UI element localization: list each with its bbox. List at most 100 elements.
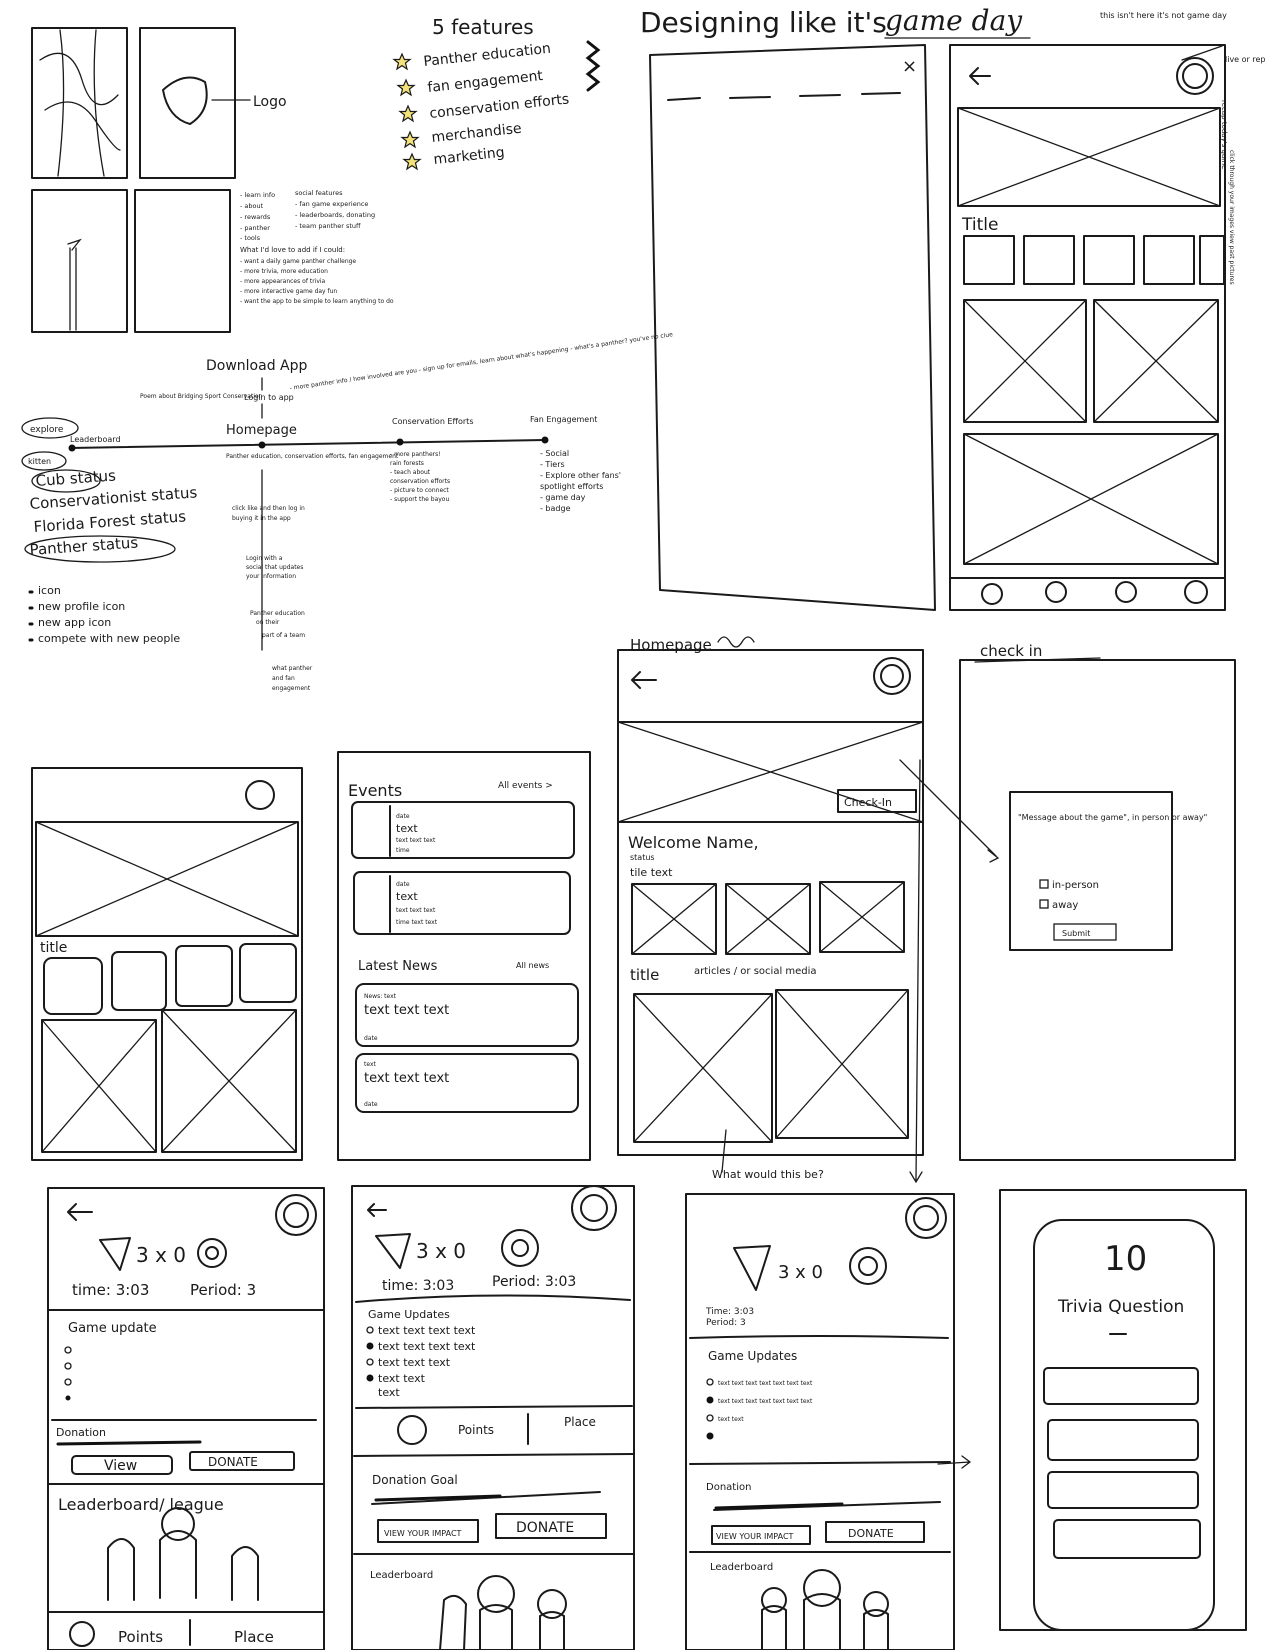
submit-button[interactable] [1053,923,1117,941]
feature-item: conservation efforts [429,91,570,122]
checkin-heading: check in [980,642,1042,660]
profile-avatar-icon[interactable] [873,657,911,695]
notes-col1-line: - tools [240,234,261,242]
bullet-item: icon [38,584,61,597]
trivia-answer-2[interactable] [1047,1419,1199,1461]
flow-fan-sub: spotlight efforts [540,482,603,491]
game-time: Time: 3:03 [705,1307,754,1317]
star-icon [396,78,416,97]
nav-home-icon[interactable] [981,583,1003,605]
donate-button[interactable] [825,1521,925,1543]
features-list: 5 features Panther education fan engagem… [392,15,601,171]
opponent-logo-icon [501,1229,539,1267]
profile-avatar-icon[interactable] [275,1194,317,1236]
flow-fan-sub: - Social [540,449,569,458]
team-shield-icon [99,1237,131,1271]
frame-homepage: Homepage Check-In Welcome Name, status t… [617,636,1000,1184]
game-period: Period: 3:03 [492,1274,576,1290]
profile-avatar-icon[interactable] [1176,57,1214,95]
notes-wish-line: - more trivia, more education [240,268,328,275]
notes-block: - learn info - about - rewards - panther… [240,189,394,305]
status-item: Cub status [35,466,117,490]
section-title: title [630,966,659,984]
close-icon[interactable]: × [902,56,917,77]
nav-profile-icon[interactable] [1184,580,1208,604]
profile-avatar-icon[interactable] [571,1185,617,1231]
page-title-accent: game day [885,4,1023,37]
back-arrow-icon[interactable] [969,67,991,85]
profile-avatar-icon[interactable] [245,780,275,810]
flow-fan-sub: - game day [540,493,586,502]
score: 3 x 0 [778,1262,823,1283]
donate-button[interactable] [189,1451,295,1471]
leaderboard-heading: Leaderboard [370,1570,433,1581]
bullet-item: new profile icon [38,600,125,613]
event-desc: text text text [396,837,436,844]
question-note: What would this be? [712,1168,824,1181]
donate-button[interactable] [495,1513,607,1539]
status-item: Panther status [29,533,139,559]
section-title: Title [961,215,998,235]
event-title: text [396,890,418,903]
checkbox-away[interactable] [1039,899,1049,909]
feature-item: fan engagement [427,68,544,96]
checkin-button[interactable] [837,789,917,813]
star-icon [398,104,418,123]
donate-button-label: DONATE [848,1527,894,1540]
flow-conservation-sub: conservation efforts [390,478,450,485]
checkbox-in-person[interactable] [1039,879,1049,889]
notes-col2-line: - fan game experience [295,200,368,208]
page-title: Designing like it's [640,6,887,39]
news-kicker: News: text [364,993,397,1000]
flow-conservation: Conservation Efforts [392,417,474,426]
status-item: Florida Forest status [33,507,187,536]
update-line: text text [378,1372,426,1385]
flow-login: Login to app [244,393,294,402]
back-arrow-icon[interactable] [67,1203,93,1221]
news-card[interactable] [355,983,579,1047]
all-news-link[interactable]: All news [516,961,549,970]
user-avatar-icon [69,1621,95,1647]
frame-game-3: 3 x 0 Time: 3:03 Period: 3 Game Updates … [685,1193,972,1650]
profile-avatar-icon[interactable] [905,1197,947,1239]
back-arrow-icon[interactable] [631,671,657,689]
frame-home-left: title [31,767,303,1161]
nav-events-icon[interactable] [1045,581,1067,603]
score: 3 x 0 [416,1239,466,1263]
news-date: date [364,1035,378,1042]
feature-item: Panther education [423,41,552,70]
view-impact-label: VIEW YOUR IMPACT [384,1529,462,1538]
flow-conservation-sub: rain forests [390,460,424,467]
view-impact-button[interactable] [711,1525,811,1545]
update-line: text text text text [378,1340,476,1353]
checkin-dialog [1009,791,1173,951]
bullet-item: compete with new people [38,632,180,645]
update-line: text text [718,1416,744,1423]
trivia-answer-4[interactable] [1053,1519,1201,1559]
checkin-button-label: Check-In [844,796,892,809]
place-label: Place [234,1628,274,1646]
flow-fan-sub: - badge [540,504,571,513]
donate-button-label: DONATE [516,1520,574,1536]
flow-download: Download App [206,358,308,374]
user-avatar-icon [397,1415,427,1445]
submit-button-label: Submit [1062,929,1090,938]
trivia-answer-1[interactable] [1043,1367,1199,1405]
trivia-answer-3[interactable] [1047,1471,1199,1509]
back-arrow-icon[interactable] [367,1203,387,1217]
flow-conservation-sub: - support the bayou [390,496,449,503]
team-shield-icon [733,1245,771,1291]
nav-game-icon[interactable] [1115,581,1137,603]
news-card[interactable] [355,1053,579,1113]
event-card[interactable] [353,871,571,935]
event-card[interactable] [351,801,575,859]
news-kicker: text [364,1061,376,1068]
view-button[interactable] [71,1455,173,1475]
donation-heading: Donation [706,1482,751,1493]
news-heading: Latest News [358,959,438,974]
view-impact-button[interactable] [377,1519,479,1543]
all-events-link[interactable]: All events > [498,781,553,791]
features-title: 5 features [432,15,534,39]
game-period: Period: 3 [190,1281,256,1299]
updates-heading: Game Updates [708,1349,797,1363]
